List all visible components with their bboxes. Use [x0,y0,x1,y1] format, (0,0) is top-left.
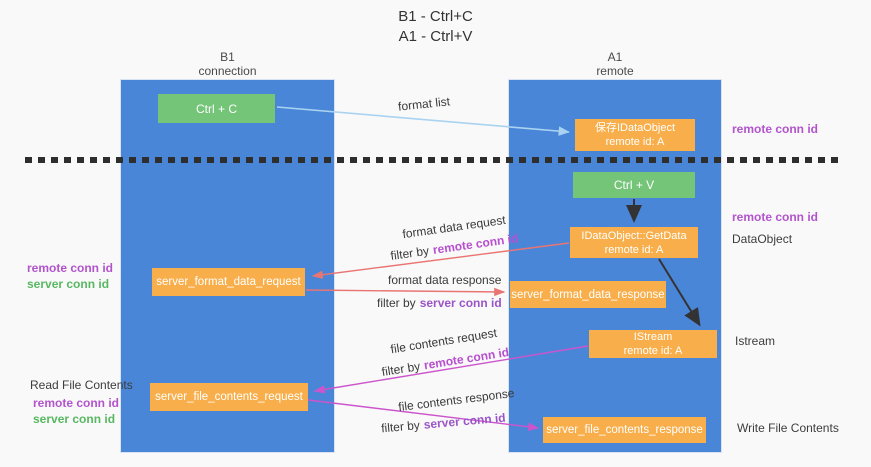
right-label-istream: Istream [735,334,776,348]
right-label-write-file-contents: Write File Contents [737,421,839,435]
filter-by-text: filter by [389,243,430,263]
title-line-1: B1 - Ctrl+C [398,8,473,25]
node-server-file-contents-request-label: server_file_contents_request [155,391,303,403]
node-save-dataobject-line2: remote id: A [605,136,665,148]
node-ctrl-c: Ctrl + C [158,94,275,123]
node-getdata-line2: remote id: A [604,243,664,256]
left-label-remote-conn-id-2: remote conn id [33,396,120,410]
node-idataobject-getdata: IDataObject::GetData remote id: A [570,227,698,258]
node-server-format-data-request-label: server_format_data_request [156,276,301,288]
node-server-format-data-response: server_format_data_response [510,281,666,308]
node-getdata-line1: IDataObject::GetData [581,229,687,242]
node-ctrl-c-label: Ctrl + C [195,101,237,116]
lane-header-a1: A1 remote [508,50,722,78]
right-label-remote-conn-id-top: remote conn id [732,122,819,136]
node-save-dataobject: 保存IDataObject remote id: A [575,119,695,151]
arrow-format-data-response [305,287,506,297]
left-label-read-file-contents: Read File Contents [30,378,133,392]
node-istream-line2: remote id: A [623,345,683,357]
node-server-format-data-request: server_format_data_request [152,268,305,296]
server-conn-id-text: server conn id [419,296,502,310]
lane-a1-name: A1 [607,50,623,64]
edge-label-format-list: format list [397,94,451,114]
lane-a1-role: remote [596,64,634,78]
node-server-file-contents-response-label: server_file_contents_response [546,424,703,436]
filter-by-text: filter by [380,359,422,379]
node-ctrl-v-label: Ctrl + V [613,178,655,192]
edge-label-file-contents-response: file contents response [397,385,516,415]
dashed-separator [25,157,838,163]
node-server-format-data-response-label: server_format_data_response [511,288,665,301]
left-label-remote-conn-id: remote conn id [27,261,114,275]
diagram-title: B1 - Ctrl+C A1 - Ctrl+V [0,7,871,47]
lane-b1-role: connection [198,64,257,78]
node-istream: IStream remote id: A [589,330,717,358]
left-label-server-conn-id: server conn id [27,277,110,291]
node-server-file-contents-response: server_file_contents_response [543,417,706,443]
right-label-dataobject: DataObject [732,232,793,246]
node-save-dataobject-line1: 保存IDataObject [594,122,676,134]
node-istream-line1: IStream [633,331,673,343]
right-label-remote-conn-id-mid: remote conn id [732,210,819,224]
left-label-server-conn-id-2: server conn id [33,412,116,426]
node-ctrl-v: Ctrl + V [573,172,695,198]
title-line-2: A1 - Ctrl+V [398,28,473,45]
filter-by-text: filter by [380,418,421,436]
node-server-file-contents-request: server_file_contents_request [150,383,308,411]
lane-b1-name: B1 [220,50,235,64]
server-conn-id-text: server conn id [423,410,507,432]
filter-by-text: filter by [377,296,416,310]
lane-header-b1: B1 connection [120,50,335,78]
edge-label-format-data-response: format data response [388,273,502,287]
